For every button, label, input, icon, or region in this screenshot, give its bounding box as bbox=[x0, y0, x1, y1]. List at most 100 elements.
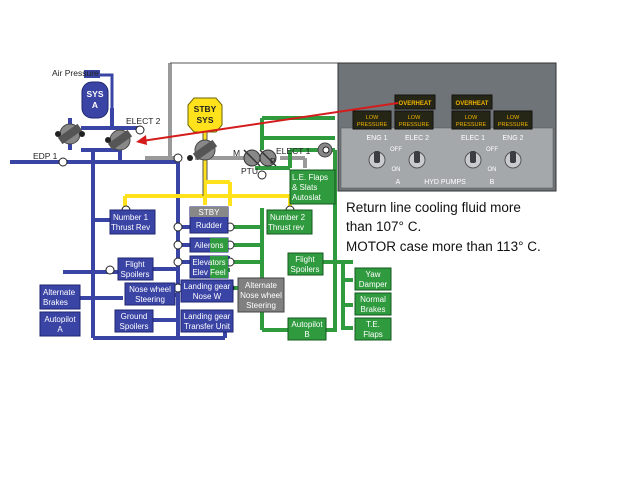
elect1-pump-icon bbox=[317, 142, 333, 158]
on-label-a: ON bbox=[392, 167, 401, 173]
le-flaps-label-1: L.E. Flaps bbox=[292, 173, 328, 182]
stby-rudder-box: STBY Rudder bbox=[189, 206, 229, 234]
red-arrow bbox=[136, 102, 399, 145]
panel-b-label: B bbox=[490, 179, 495, 186]
elevators-label-2: Elev Feel bbox=[192, 268, 226, 277]
sys-a-label-1: SYS bbox=[86, 89, 103, 99]
air-pressure-label: Air Pressure bbox=[52, 68, 99, 78]
normal-brakes-label-2: Brakes bbox=[361, 305, 386, 314]
toggle-switches bbox=[368, 151, 522, 169]
low-pressure-3-line-2: PRESSURE bbox=[456, 122, 487, 128]
hyd-pumps-label: HYD PUMPS bbox=[424, 179, 466, 186]
p-label: P bbox=[270, 156, 276, 166]
low-pressure-light-2 bbox=[394, 110, 434, 130]
diagram-text: Air Pressure SYS A STBY SYS ELECT 2 EDP … bbox=[33, 68, 311, 176]
flight-spoilers-a-label-2: Spoilers bbox=[121, 270, 150, 279]
elevators-label-1: Elevators bbox=[192, 258, 225, 267]
low-pressure-2-line-2: PRESSURE bbox=[399, 122, 430, 128]
ground-spoilers-label-1: Ground bbox=[121, 312, 148, 321]
alt-nose-label-2: Nose wheel bbox=[240, 291, 282, 300]
autopilot-a-box: Autopilot A bbox=[39, 311, 81, 337]
yaw-damper-label-1: Yaw bbox=[366, 270, 381, 279]
landing-gear-box: Landing gear Nose W bbox=[180, 279, 234, 303]
autopilot-b-label-2: B bbox=[304, 330, 309, 339]
nose-wheel-label-2: Steering bbox=[135, 295, 165, 304]
edp1-label: EDP 1 bbox=[33, 151, 58, 161]
number2-label-2: Thrust rev bbox=[268, 223, 304, 232]
elect2-pump-icon bbox=[105, 125, 145, 151]
alt-nose-label-3: Steering bbox=[246, 301, 276, 310]
note-line-1: Return line cooling fluid more bbox=[346, 200, 521, 215]
system-a-lines bbox=[63, 108, 230, 340]
normal-brakes-box: Normal Brakes bbox=[354, 292, 392, 316]
on-label-b: ON bbox=[488, 167, 497, 173]
overheat-left-text: OVERHEAT bbox=[399, 101, 432, 107]
alternate-brakes-box: Alternate Brakes bbox=[39, 284, 81, 310]
ptu-label: PTU bbox=[241, 166, 258, 176]
flight-spoilers-a-box: Flight Spoilers bbox=[117, 257, 154, 281]
edp1-pump-icon bbox=[55, 123, 85, 145]
landing-gear-label-2: Nose W bbox=[193, 292, 222, 301]
nose-wheel-label-1: Nose wheel bbox=[129, 285, 171, 294]
m-label: M bbox=[233, 148, 240, 158]
te-flaps-label-2: Flaps bbox=[363, 330, 383, 339]
overheat-right-text: OVERHEAT bbox=[456, 101, 489, 107]
number1-label-2: Thrust Rev bbox=[111, 223, 150, 232]
landing-gear-transfer-box: Landing gear Transfer Unit bbox=[180, 309, 234, 333]
switch-label-eng2: ENG 2 bbox=[502, 135, 523, 142]
alternate-brakes-label-2: Brakes bbox=[43, 298, 68, 307]
le-flaps-box: L.E. Flaps & Slats Autoslat bbox=[289, 169, 336, 205]
autopilot-b-label-1: Autopilot bbox=[291, 320, 323, 329]
valve-symbols bbox=[58, 153, 295, 293]
note-line-2: than 107° C. bbox=[346, 219, 422, 234]
panel-a-label: A bbox=[396, 179, 401, 186]
number2-label-1: Number 2 bbox=[270, 213, 306, 222]
flight-spoilers-a-label-1: Flight bbox=[125, 260, 145, 269]
sys-a-reservoir bbox=[81, 70, 114, 119]
ptu-motor-pump-icon bbox=[243, 149, 277, 167]
low-pressure-1-line-2: PRESSURE bbox=[357, 122, 388, 128]
elect1-label: ELECT 1 bbox=[276, 146, 311, 156]
yaw-damper-box: Yaw Damper bbox=[354, 267, 392, 291]
low-pressure-4-line-2: PRESSURE bbox=[498, 122, 529, 128]
low-pressure-light-3 bbox=[451, 110, 491, 130]
ailerons-label: Ailerons bbox=[195, 241, 224, 250]
stby-reservoir bbox=[187, 97, 223, 133]
lg-transfer-label-1: Landing gear bbox=[184, 312, 231, 321]
te-flaps-label-1: T.E. bbox=[366, 320, 380, 329]
sys-a-label-2: A bbox=[92, 100, 98, 110]
autopilot-b-box: Autopilot B bbox=[287, 317, 327, 341]
te-flaps-box: T.E. Flaps bbox=[354, 317, 392, 341]
autopilot-a-label-2: A bbox=[57, 325, 63, 334]
switch-label-elec2: ELEC 2 bbox=[405, 135, 429, 142]
low-pressure-2-line-1: LOW bbox=[408, 115, 421, 121]
low-pressure-light-1 bbox=[352, 110, 392, 130]
alternate-nose-wheel-steering-box: Alternate Nose wheel Steering bbox=[237, 277, 285, 313]
flight-spoilers-b-box: Flight Spoilers bbox=[287, 252, 324, 276]
switch-label-eng1: ENG 1 bbox=[366, 135, 387, 142]
note-line-3: MOTOR case more than 113° C. bbox=[346, 239, 541, 254]
le-flaps-label-2: & Slats bbox=[292, 183, 317, 192]
switch-label-elec1: ELEC 1 bbox=[461, 135, 485, 142]
stby-sys-label-1: STBY bbox=[194, 104, 217, 114]
nose-wheel-steering-box: Nose wheel Steering bbox=[124, 282, 176, 306]
off-label-b: OFF bbox=[486, 147, 498, 153]
number1-label-1: Number 1 bbox=[113, 213, 149, 222]
stby-sys-label-2: SYS bbox=[196, 115, 213, 125]
low-pressure-1-line-1: LOW bbox=[366, 115, 379, 121]
landing-gear-label-1: Landing gear bbox=[184, 282, 231, 291]
ground-spoilers-label-2: Spoilers bbox=[120, 322, 149, 331]
off-label-a: OFF bbox=[390, 147, 402, 153]
overheat-light-right bbox=[451, 94, 493, 110]
low-pressure-3-line-1: LOW bbox=[465, 115, 478, 121]
normal-brakes-label-1: Normal bbox=[360, 295, 386, 304]
flight-spoilers-b-label-1: Flight bbox=[295, 255, 315, 264]
number2-thrust-rev-box: Number 2 Thrust rev bbox=[266, 209, 313, 235]
yaw-damper-label-2: Damper bbox=[359, 280, 388, 289]
low-pressure-4-line-1: LOW bbox=[507, 115, 520, 121]
elect2-left-label: ELECT 2 bbox=[126, 116, 161, 126]
number1-thrust-rev-box: Number 1 Thrust Rev bbox=[109, 209, 156, 235]
ground-spoilers-box: Ground Spoilers bbox=[114, 309, 154, 333]
alternate-brakes-label-1: Alternate bbox=[43, 288, 76, 297]
overheat-light-left bbox=[394, 94, 436, 110]
